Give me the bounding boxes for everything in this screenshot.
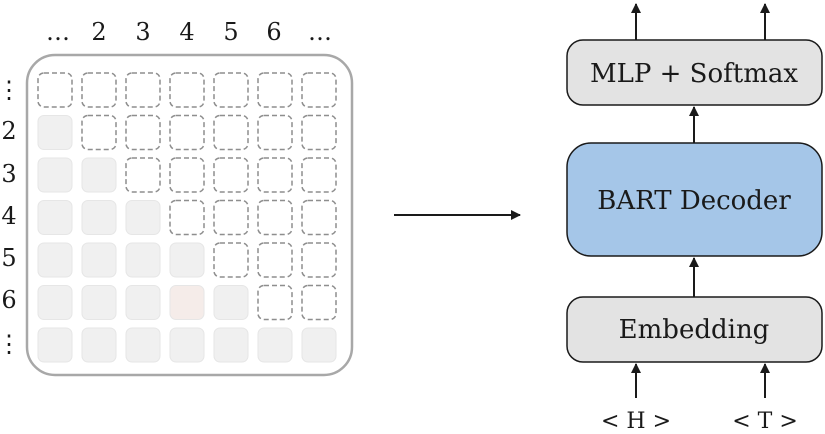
embedding-label: Embedding [619, 315, 770, 345]
visible-cell [37, 327, 73, 363]
visible-cell [81, 200, 117, 235]
visible-cell [125, 200, 161, 235]
visible-cell [37, 285, 73, 320]
visible-cell [125, 285, 161, 320]
masked-cell [125, 157, 161, 193]
column-label: … [308, 18, 332, 46]
matrix-cells [37, 72, 337, 363]
visible-cell [213, 327, 249, 363]
masked-cell [301, 114, 337, 151]
masked-cell [257, 242, 293, 278]
masked-cell [169, 114, 205, 151]
bart-decoder-box [566, 142, 823, 257]
masked-cell [257, 114, 293, 151]
masked-cell [125, 114, 161, 151]
column-label: 4 [179, 18, 194, 46]
visible-cell [81, 242, 117, 278]
bart-decoder-label: BART Decoder [597, 186, 791, 216]
input-token-t: < T > [732, 409, 798, 434]
column-label: 2 [91, 18, 106, 46]
visible-cell [125, 242, 161, 278]
masked-cell [213, 242, 249, 278]
row-label: ⋮ [0, 76, 21, 104]
visible-cell [37, 200, 73, 235]
masked-cell [37, 72, 73, 108]
masked-cell [257, 157, 293, 193]
mlp-softmax-box [566, 39, 823, 106]
masked-cell [301, 284, 337, 321]
masked-cell [169, 72, 205, 108]
visible-cell [125, 327, 161, 363]
masked-cell [301, 72, 337, 108]
visible-cell [37, 115, 73, 150]
masked-cell [301, 199, 337, 236]
row-label: 6 [1, 286, 16, 314]
visible-cell [257, 327, 293, 363]
column-label: 6 [266, 18, 281, 46]
visible-cell [213, 285, 249, 320]
visible-cell [37, 157, 73, 193]
visible-cell [81, 157, 117, 193]
row-label: 4 [1, 202, 16, 230]
visible-cell [81, 327, 117, 363]
embedding-box [566, 296, 823, 363]
input-token-h: < H > [601, 409, 671, 434]
column-label: … [46, 18, 70, 46]
visible-cell [81, 285, 117, 320]
masked-cell [301, 157, 337, 193]
visible-cell [301, 327, 337, 363]
masked-cell [301, 242, 337, 278]
visible-cell [37, 242, 73, 278]
masked-cell [257, 199, 293, 236]
column-label: 3 [135, 18, 150, 46]
attention-mask-matrix: … 2 3 4 5 6 … ⋮ 2 3 4 5 6 ⋮ [0, 18, 354, 377]
masked-cell [125, 72, 161, 108]
masked-cell [213, 157, 249, 193]
masked-cell [81, 72, 117, 108]
column-label: 5 [223, 18, 238, 46]
masked-cell [257, 72, 293, 108]
masked-cell [213, 199, 249, 236]
masked-cell [81, 114, 117, 151]
row-label: 5 [1, 244, 16, 272]
visible-cell [169, 285, 205, 320]
masked-cell [257, 284, 293, 321]
row-label: 2 [1, 117, 16, 145]
masked-cell [169, 157, 205, 193]
masked-cell [213, 72, 249, 108]
visible-cell [169, 242, 205, 278]
masked-cell [213, 114, 249, 151]
decoder-stack: MLP + Softmax BART Decoder Embedding < H… [566, 3, 823, 434]
mlp-softmax-label: MLP + Softmax [590, 59, 798, 89]
row-label: ⋮ [0, 330, 21, 358]
row-label: 3 [1, 160, 16, 188]
masked-cell [169, 199, 205, 236]
visible-cell [169, 327, 205, 363]
